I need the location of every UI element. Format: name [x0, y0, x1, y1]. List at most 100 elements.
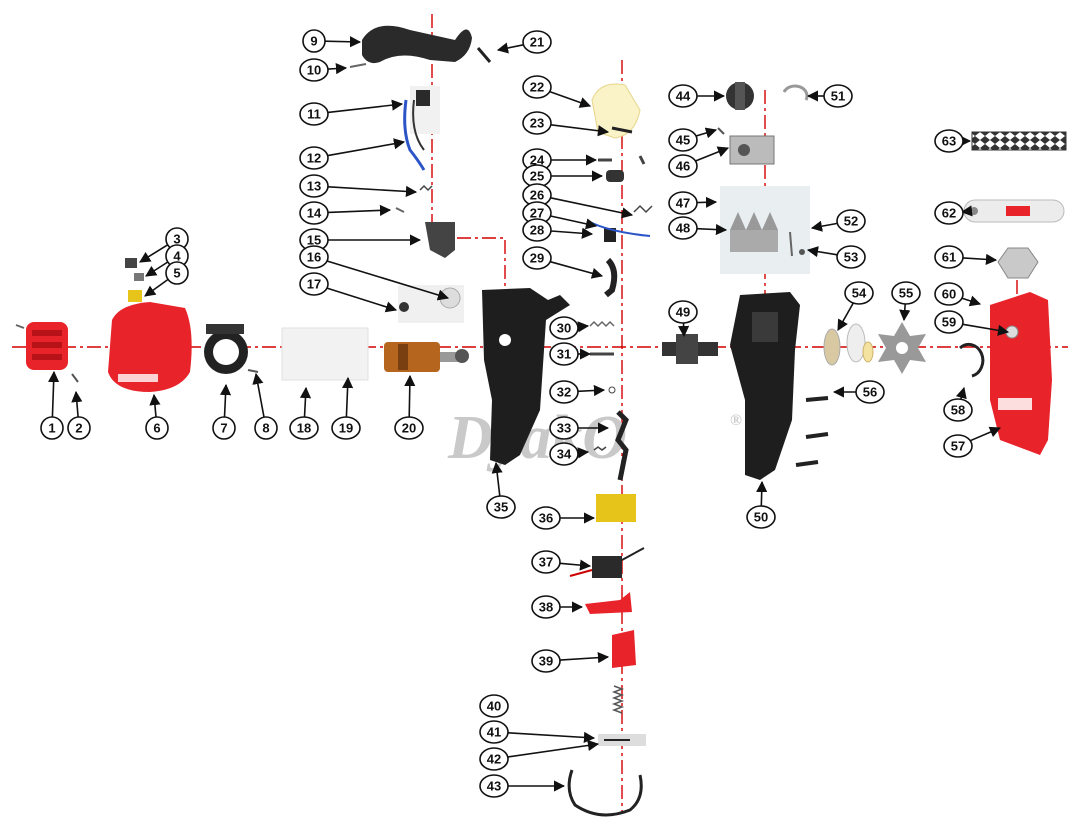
callout-number: 22	[530, 80, 544, 95]
nut-icon	[997, 247, 1039, 279]
callout-58: 58	[943, 398, 973, 422]
callout-41: 41	[479, 720, 509, 744]
callout-5: 5	[165, 261, 189, 285]
callout-number: 10	[307, 63, 321, 78]
callout-ring	[394, 416, 424, 440]
callout-33: 33	[549, 416, 579, 440]
callout-47: 47	[668, 191, 698, 215]
callout-number: 48	[676, 221, 690, 236]
wire-icon	[403, 99, 426, 171]
callout-number: 53	[844, 250, 858, 265]
callout-number: 26	[530, 188, 544, 203]
callout-number: 9	[310, 34, 317, 49]
callout-27: 27	[522, 201, 552, 225]
callout-11: 11	[299, 102, 329, 126]
callout-number: 47	[676, 196, 690, 211]
callout-ring	[836, 245, 866, 269]
circlip-icon	[958, 342, 985, 378]
callout-50: 50	[746, 505, 776, 529]
hose-icon	[611, 126, 633, 134]
callout-2: 2	[67, 416, 91, 440]
callout-26: 26	[522, 183, 552, 207]
bracket-icon	[204, 324, 248, 374]
callout-number: 16	[307, 250, 321, 265]
callout-arrow-34	[577, 447, 590, 459]
callout-ring	[479, 694, 509, 718]
callout-arrow-19	[341, 376, 354, 418]
cover-icon	[990, 292, 1052, 455]
callout-31: 31	[549, 342, 579, 366]
handle-icon	[362, 25, 472, 64]
callout-arrow-13	[327, 185, 418, 197]
washer-icon	[846, 323, 866, 363]
callout-arrow-59	[962, 323, 1010, 336]
callout-number: 1	[48, 421, 55, 436]
screw-icon	[795, 460, 819, 467]
callout-ring	[486, 495, 516, 519]
clamp-icon	[606, 170, 624, 182]
callout-arrow-22	[549, 90, 592, 108]
callout-ring	[479, 720, 509, 744]
lever-axis-line	[432, 237, 506, 290]
screw-icon	[395, 207, 405, 213]
callout-arrow-7	[219, 383, 232, 418]
callout-number: 46	[676, 159, 690, 174]
callout-ring	[299, 201, 329, 225]
washer-icon	[439, 287, 461, 309]
callout-28: 28	[522, 218, 552, 242]
screw-icon	[71, 373, 79, 383]
spike-icon	[730, 212, 778, 230]
callout-arrow-12	[327, 138, 406, 157]
callout-arrow-4	[145, 261, 169, 277]
plate-icon	[729, 135, 775, 165]
callout-number: 13	[307, 179, 321, 194]
callout-arrow-17	[326, 287, 398, 313]
callout-17: 17	[299, 272, 329, 296]
callout-63: 63	[934, 129, 964, 153]
rear-cap-icon	[26, 322, 68, 370]
callout-number: 39	[539, 654, 553, 669]
callout-37: 37	[531, 550, 561, 574]
callout-arrow-41	[507, 731, 596, 743]
sprocket-icon	[878, 322, 926, 374]
washer-icon	[862, 341, 874, 363]
callout-ring	[299, 245, 329, 269]
callout-24: 24	[522, 148, 552, 172]
plate-icon	[738, 144, 750, 156]
callout-ring	[145, 416, 169, 440]
callout-number: 59	[942, 315, 956, 330]
callout-21: 21	[522, 30, 552, 54]
callout-number: 11	[307, 107, 321, 122]
callout-arrow-1	[48, 370, 60, 418]
callout-8: 8	[254, 416, 278, 440]
cord-icon	[567, 769, 643, 817]
lever-icon	[604, 257, 618, 298]
callout-number: 56	[863, 385, 877, 400]
callout-23: 23	[522, 111, 552, 135]
callout-ring	[522, 75, 552, 99]
callout-number: 40	[487, 699, 501, 714]
trigger-icon	[612, 630, 636, 668]
callout-arrow-48	[696, 223, 728, 236]
callout-ring	[522, 30, 552, 54]
callout-59: 59	[934, 310, 964, 334]
callout-19: 19	[331, 416, 361, 440]
lever-icon	[425, 222, 455, 258]
callout-ring	[934, 245, 964, 269]
callout-32: 32	[549, 380, 579, 404]
callout-arrow-18	[299, 386, 312, 418]
callout-number: 57	[951, 439, 965, 454]
callout-arrow-32	[577, 384, 606, 397]
callout-ring	[331, 416, 361, 440]
screw-icon	[805, 396, 829, 402]
callout-30: 30	[549, 316, 579, 340]
callout-ring	[40, 416, 64, 440]
callout-arrow-10	[327, 63, 348, 75]
callout-ring	[302, 29, 326, 53]
callout-number: 63	[942, 134, 956, 149]
callout-53: 53	[836, 245, 866, 269]
callout-number: 15	[307, 233, 321, 248]
callout-arrow-2	[71, 390, 83, 418]
callout-arrow-14	[327, 204, 392, 216]
